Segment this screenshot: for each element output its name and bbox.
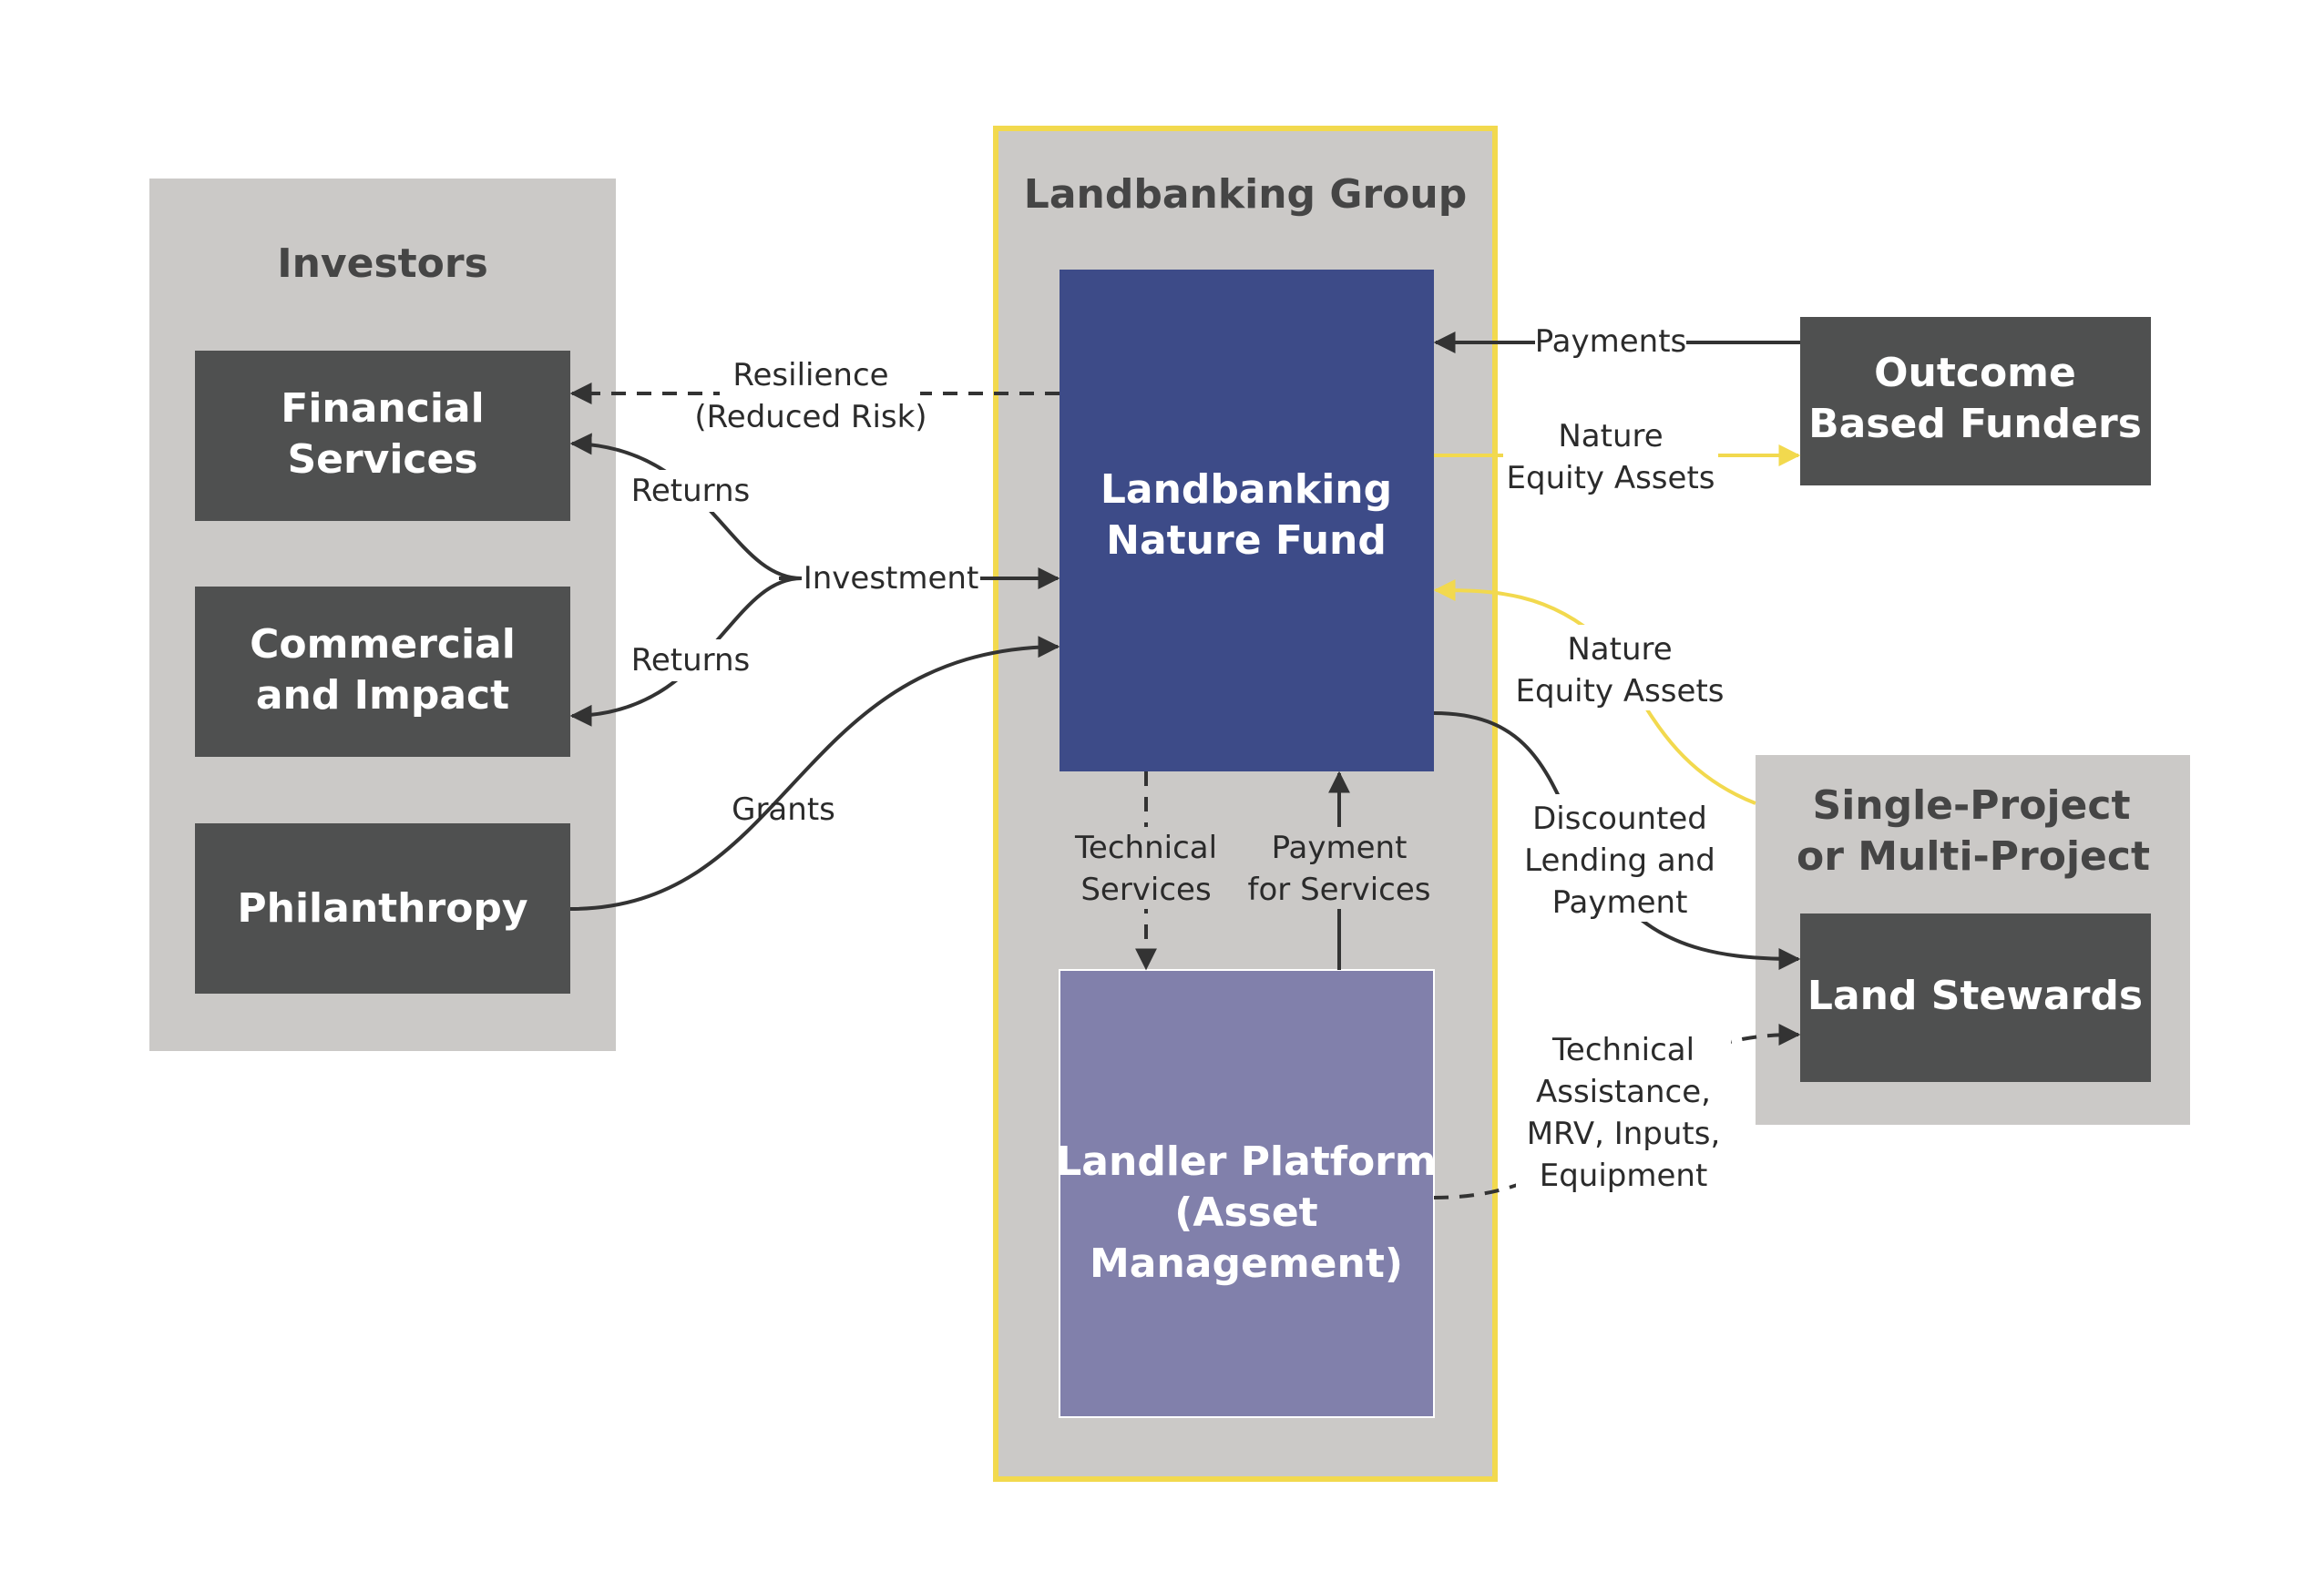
investors-title: Investors (277, 240, 488, 287)
returns-top-arrow (569, 433, 803, 580)
land-stewards-node (1800, 913, 2151, 1082)
financial-services-label-1: Financial (281, 385, 484, 432)
discounted-label-1: Discounted (1532, 801, 1707, 837)
technical-assistance-label-2: Assistance, (1536, 1074, 1711, 1110)
land-stewards-label: Land Stewards (1807, 973, 2143, 1019)
landler-platform-label-1: Landler Platform (1056, 1138, 1436, 1185)
projects-title-line2: or Multi-Project (1797, 833, 2150, 880)
resilience-label-2: (Reduced Risk) (694, 399, 927, 435)
technical-assistance-label-4: Equipment (1540, 1158, 1708, 1194)
financial-services-label-2: Services (287, 436, 477, 483)
commercial-impact-node (195, 587, 570, 757)
technical-services-label-2: Services (1080, 872, 1211, 908)
nature-fund-node (1060, 270, 1434, 771)
technical-services-label-1: Technical (1074, 830, 1217, 866)
outcome-funders-node (1800, 317, 2151, 485)
returns-top-label: Returns (631, 473, 751, 509)
landler-platform-label-2: (Asset (1174, 1189, 1317, 1236)
landler-platform-label-3: Management) (1090, 1240, 1403, 1287)
technical-assistance-label-3: MRV, Inputs, (1527, 1116, 1721, 1152)
nature-equity-in-label-2: Equity Assets (1516, 673, 1725, 709)
outcome-funders-label-1: Outcome (1874, 350, 2076, 396)
investment-label: Investment (804, 560, 979, 597)
nature-fund-label-2: Nature Fund (1106, 517, 1387, 564)
outcome-funders-label-2: Based Funders (1808, 401, 2142, 447)
technical-assistance-label-1: Technical (1551, 1032, 1694, 1068)
payment-services-label-2: for Services (1248, 872, 1431, 908)
landler-platform-node (1059, 969, 1435, 1418)
nature-equity-out-label-2: Equity Assets (1507, 460, 1715, 496)
resilience-label-1: Resilience (732, 357, 888, 393)
nature-fund-label-1: Landbanking (1101, 466, 1392, 513)
commercial-impact-label-1: Commercial (250, 621, 516, 668)
projects-title-line1: Single-Project (1813, 782, 2131, 829)
payment-services-label-1: Payment (1272, 830, 1408, 866)
grants-arrow (569, 636, 1060, 911)
landbanking-group-title: Landbanking Group (1024, 171, 1467, 218)
nature-equity-in-label-1: Nature (1567, 631, 1672, 668)
discounted-label-2: Lending and (1524, 842, 1715, 879)
returns-bottom-label: Returns (631, 642, 751, 679)
philanthropy-label: Philanthropy (237, 885, 527, 932)
financial-services-node (195, 351, 570, 521)
payments-label: Payments (1535, 323, 1687, 360)
nature-equity-out-label-1: Nature (1558, 418, 1663, 454)
commercial-impact-label-2: and Impact (256, 672, 509, 719)
discounted-label-3: Payment (1552, 884, 1688, 921)
philanthropy-node (195, 823, 570, 994)
grants-label: Grants (732, 791, 835, 828)
